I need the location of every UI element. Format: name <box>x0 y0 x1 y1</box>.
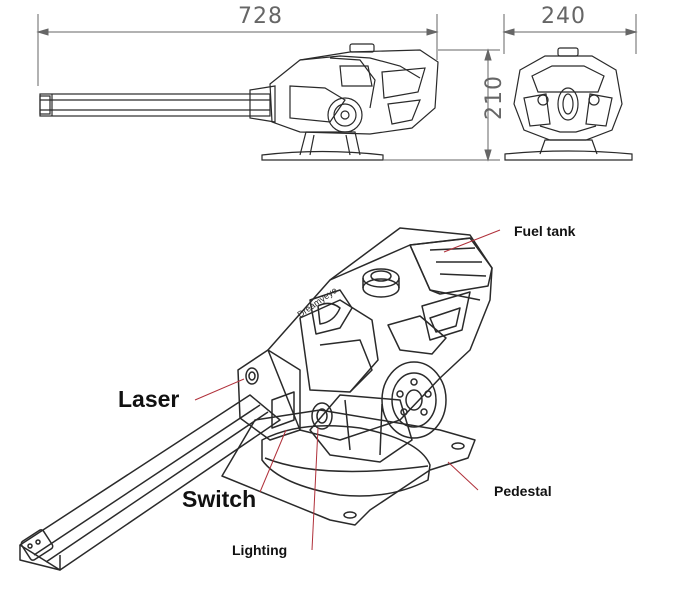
pedestal-drum <box>261 424 431 497</box>
side-pedestal-base <box>261 150 384 161</box>
label-switch: Switch <box>182 486 257 512</box>
front-pedestal <box>504 150 633 161</box>
pedestal-plate <box>221 409 476 526</box>
front-center-light <box>557 87 579 121</box>
side-head-shell <box>269 49 439 135</box>
dimension-width: 240 <box>541 4 586 29</box>
callout-line-pedestal <box>447 461 479 491</box>
wheel <box>381 361 447 439</box>
dimension-line-length <box>36 14 439 86</box>
side-pedestal-neck <box>299 131 361 156</box>
turret-head <box>267 227 493 441</box>
barrel <box>19 394 281 571</box>
fuel-tank-body <box>409 237 493 295</box>
front-head-shell <box>513 55 623 141</box>
dimension-height: 210 <box>482 75 507 120</box>
front-view <box>502 14 638 161</box>
side-wheel <box>327 97 363 133</box>
label-laser: Laser <box>118 386 180 412</box>
label-fuel-tank: Fuel tank <box>514 223 576 239</box>
dimension-line-width <box>502 14 638 54</box>
side-barrel <box>39 93 271 117</box>
callout-line-laser <box>194 378 245 401</box>
logo-mark <box>309 289 353 335</box>
side-view <box>36 14 500 162</box>
callout-lines <box>194 229 501 551</box>
lighting-lens <box>311 402 333 430</box>
dimension-length: 728 <box>238 4 283 29</box>
callout-line-fuel-tank <box>443 229 501 253</box>
label-lighting: Lighting <box>232 542 288 558</box>
window <box>387 315 447 355</box>
label-pedestal: Pedestal <box>494 483 552 499</box>
callout-line-lighting <box>311 427 319 551</box>
logo-text: Dreamyeye <box>295 285 338 320</box>
dimension-line-height <box>383 48 500 162</box>
fuel-cap <box>362 268 400 298</box>
callout-line-switch <box>259 429 287 493</box>
perspective-view <box>19 227 493 571</box>
